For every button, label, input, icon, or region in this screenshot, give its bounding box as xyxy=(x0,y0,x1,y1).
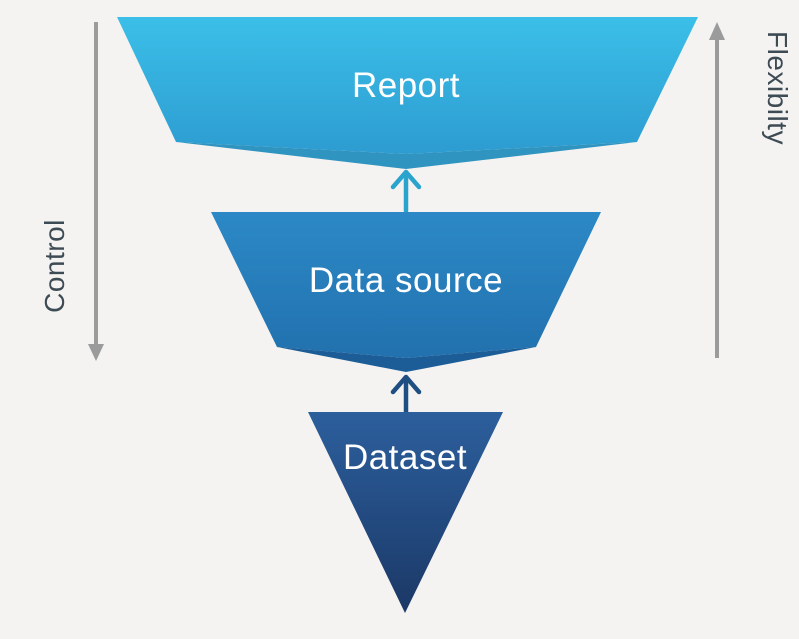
dataset-to-datasource-arrow xyxy=(390,374,422,417)
control-axis: Control xyxy=(39,22,104,361)
arrow-head-icon xyxy=(390,169,422,190)
dataset-shape xyxy=(308,412,503,613)
flexibility-axis: Flexibilty xyxy=(709,22,793,358)
dataset-label: Dataset xyxy=(343,438,467,477)
flexibility-label: Flexibilty xyxy=(762,31,793,145)
data-source-shape-fold xyxy=(277,347,536,372)
data-source-shape xyxy=(211,212,601,358)
data-source-label: Data source xyxy=(309,261,503,300)
arrow-down-icon xyxy=(88,344,104,361)
report-shape xyxy=(117,17,698,154)
datasource-to-report-arrow xyxy=(390,169,422,214)
control-label: Control xyxy=(39,219,70,313)
report-shape-fold xyxy=(176,142,637,169)
arrow-up-icon xyxy=(709,22,725,40)
report-label: Report xyxy=(352,66,460,105)
arrow-head-icon xyxy=(390,374,422,395)
